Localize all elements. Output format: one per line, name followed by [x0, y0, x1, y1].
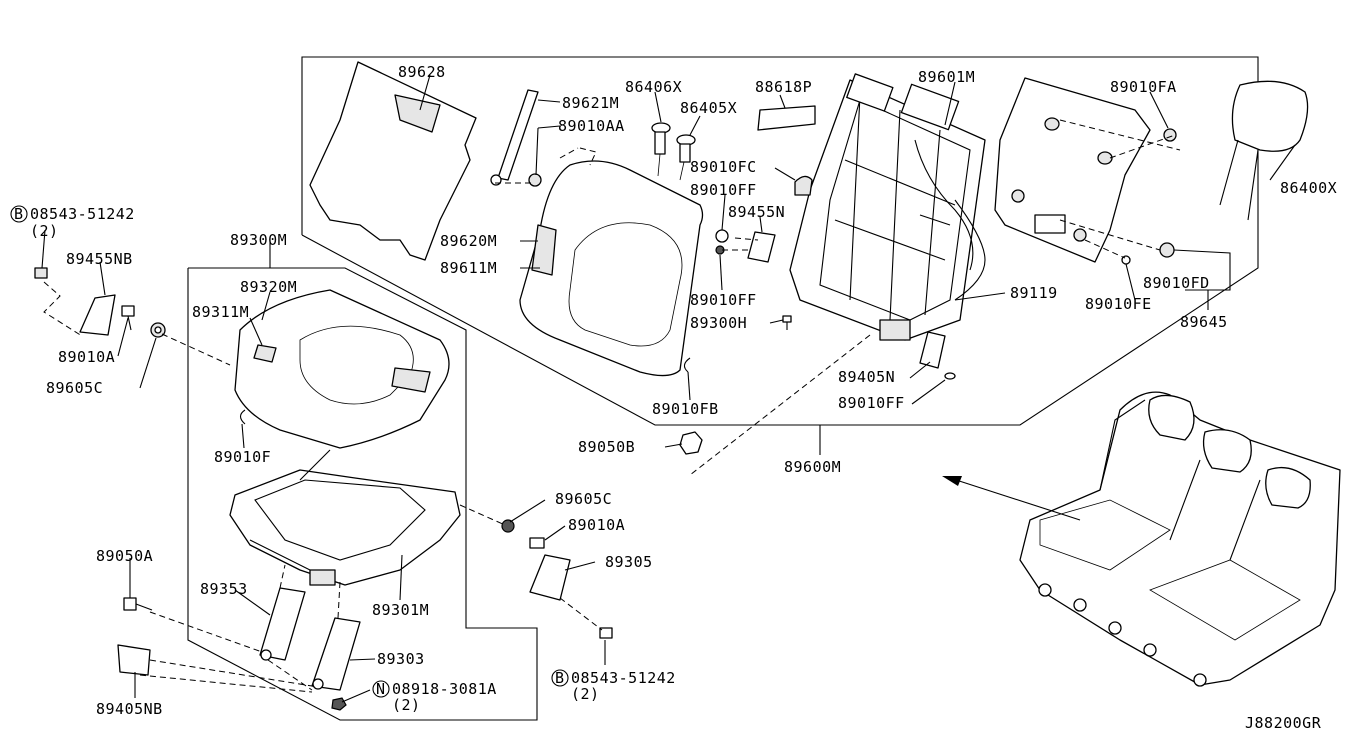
part-86405X-pin — [676, 134, 696, 181]
label-89620M: 89620M — [440, 232, 497, 250]
part-88618P-tag — [757, 105, 816, 131]
part-89301M-seat-frame — [229, 449, 461, 586]
drawing-code: J88200GR — [1245, 714, 1322, 732]
label-89010A-right: 89010A — [568, 516, 625, 534]
part-89050B-nut — [679, 431, 703, 455]
cushion-group-outline — [187, 267, 538, 721]
label-89605C-right: 89605C — [555, 490, 612, 508]
label-89455NB: 89455NB — [66, 250, 133, 268]
part-89305-bracket — [529, 554, 571, 601]
part-labels: 89628 89621M 89010AA 86406X 86405X 88618… — [10, 63, 1337, 732]
label-08543-bottom: 08543-51242 — [571, 669, 676, 687]
label-86406X: 86406X — [625, 78, 682, 96]
part-89455N-bracket — [747, 231, 776, 263]
svg-text:N: N — [376, 680, 386, 698]
label-89050A: 89050A — [96, 547, 153, 565]
part-89010FC-clip — [794, 175, 813, 196]
label-89311M: 89311M — [192, 303, 249, 321]
label-89010FD: 89010FD — [1143, 274, 1210, 292]
label-89611M: 89611M — [440, 259, 497, 277]
label-89010FF-b: 89010FF — [690, 291, 757, 309]
label-89621M: 89621M — [562, 94, 619, 112]
part-08543-bolt-bottom — [599, 627, 613, 639]
part-89605C-washer-left — [150, 322, 166, 338]
label-89010AA: 89010AA — [558, 117, 625, 135]
label-89010FE: 89010FE — [1085, 295, 1152, 313]
label-89645: 89645 — [1180, 313, 1228, 331]
label-89353: 89353 — [200, 580, 248, 598]
label-89605C-left: 89605C — [46, 379, 103, 397]
label-89010FC: 89010FC — [690, 158, 757, 176]
label-89300H: 89300H — [690, 314, 747, 332]
label-89455N: 89455N — [728, 203, 785, 221]
label-08918: 08918-3081A — [392, 680, 497, 698]
part-89300H-bolt — [782, 315, 792, 330]
part-89405NB-bracket — [117, 644, 151, 676]
label-89405N: 89405N — [838, 368, 895, 386]
label-89600M: 89600M — [784, 458, 841, 476]
leader-lines — [41, 74, 1296, 703]
label-89628: 89628 — [398, 63, 446, 81]
label-89305: 89305 — [605, 553, 653, 571]
part-89353-leg — [259, 587, 306, 661]
part-89010FA-clip — [1163, 128, 1177, 142]
part-89010F-hook — [239, 409, 246, 425]
label-08543-top: 08543-51242 — [30, 205, 135, 223]
label-89303: 89303 — [377, 650, 425, 668]
label-08918-qty: (2) — [392, 696, 421, 714]
part-89050A-bolt — [123, 597, 153, 611]
label-89320M: 89320M — [240, 278, 297, 296]
part-89621M-rod — [490, 89, 542, 187]
assembled-seat-illustration — [1019, 391, 1341, 687]
svg-text:B: B — [555, 669, 565, 687]
dashed-lines — [43, 119, 1181, 693]
part-08918-nut — [331, 697, 347, 711]
label-89010F: 89010F — [214, 448, 271, 466]
label-89010A-left: 89010A — [58, 348, 115, 366]
part-89010A-bolt-right — [529, 537, 545, 549]
part-89010FD-clip — [1159, 242, 1175, 258]
bolt-marker-bottom: B — [551, 669, 569, 687]
svg-text:B: B — [14, 205, 24, 223]
label-89301M: 89301M — [372, 601, 429, 619]
part-89119-cable — [954, 199, 986, 301]
part-89010FB-hook — [683, 357, 691, 373]
label-89050B: 89050B — [578, 438, 635, 456]
part-08543-bolt-top — [34, 267, 48, 279]
nut-marker: N — [372, 680, 390, 698]
part-89405N-bracket — [919, 331, 946, 369]
part-86406X-pin — [651, 122, 671, 177]
label-89405NB: 89405NB — [96, 700, 163, 718]
pointer-arrow — [942, 476, 1081, 521]
label-86405X: 86405X — [680, 99, 737, 117]
label-89601M: 89601M — [918, 68, 975, 86]
part-89628-board — [309, 61, 477, 261]
part-89455NB-bracket — [79, 294, 116, 336]
label-89300M: 89300M — [230, 231, 287, 249]
label-89010FA: 89010FA — [1110, 78, 1177, 96]
part-89303-leg — [311, 617, 361, 691]
part-89645-back-board — [994, 77, 1151, 263]
label-08543-bottom-qty: (2) — [571, 685, 600, 703]
label-89010FF-c: 89010FF — [838, 394, 905, 412]
label-89119: 89119 — [1010, 284, 1058, 302]
part-89601M-seatback-frame — [789, 73, 986, 341]
part-89010FF-clip-a — [715, 229, 729, 243]
label-86400X: 86400X — [1280, 179, 1337, 197]
label-89010FF-a: 89010FF — [690, 181, 757, 199]
label-08543-top-qty: (2) — [30, 222, 59, 240]
part-89620M-seatback-cover — [519, 160, 704, 377]
bolt-marker-top: B — [10, 205, 28, 223]
part-89605C-washer-right — [501, 519, 515, 533]
part-89010A-bolt-left — [121, 305, 135, 331]
seatback-group-outline — [301, 56, 1259, 426]
part-89320M-seat-cushion — [234, 289, 450, 449]
part-89010FF-bolt-c — [944, 372, 956, 380]
part-86400X-headrest — [1219, 80, 1309, 221]
label-88618P: 88618P — [755, 78, 812, 96]
label-89010FB: 89010FB — [652, 400, 719, 418]
